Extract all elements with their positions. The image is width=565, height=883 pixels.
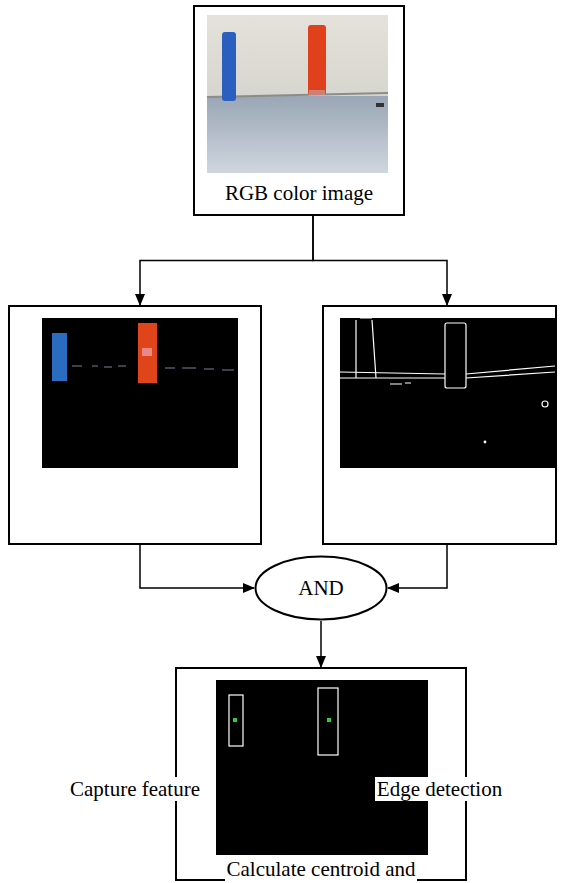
connector-arrow	[313, 216, 447, 305]
feature-image	[42, 318, 238, 468]
node-label: RGB color image	[223, 181, 375, 205]
node-label: AND	[296, 576, 346, 600]
photo	[207, 15, 388, 173]
connector-arrow	[140, 545, 254, 588]
connector-arrow	[320, 621, 322, 667]
connector-arrow	[388, 545, 447, 588]
label-row: AND	[254, 576, 388, 600]
edge-image	[340, 318, 555, 468]
node-label: Calculate centroid and	[225, 857, 418, 881]
node-label: Edge detection	[375, 777, 504, 801]
label-row: RGB color image	[195, 181, 403, 205]
node-label: Capture feature	[68, 777, 202, 801]
operator-ellipse: AND	[254, 555, 388, 621]
label-row: Edge detection	[324, 777, 555, 801]
label-row: Calculate centroid and	[177, 857, 465, 881]
connector-arrow	[140, 216, 313, 305]
centroid-image	[216, 680, 428, 855]
label-row: Capture feature	[10, 777, 260, 801]
image-box: RGB color image	[193, 5, 405, 216]
process-box: Edge detection	[322, 305, 557, 545]
process-box: Capture feature	[8, 305, 262, 545]
process-box: Calculate centroid and	[175, 667, 467, 881]
